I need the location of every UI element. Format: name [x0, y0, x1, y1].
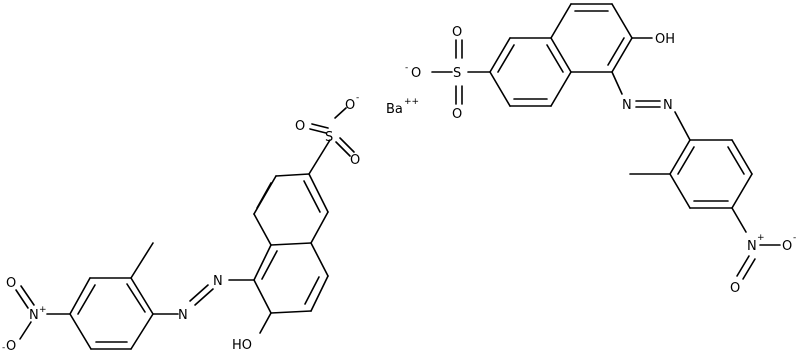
bond-n-o-1	[736, 255, 750, 277]
bond-ring	[253, 279, 272, 314]
bond-ring	[270, 310, 312, 314]
right-molecule: - O O S O OH N N N + O - O	[405, 3, 796, 296]
atom-o-sulfonate-minus: O	[411, 66, 421, 81]
bond-ring-inner	[303, 180, 321, 213]
bond-ring	[310, 242, 329, 277]
bond-ring-inner	[77, 284, 96, 315]
bond-ring	[489, 37, 511, 73]
bond-ring-inner	[256, 182, 272, 209]
bond-ring	[69, 313, 92, 350]
bond-ring	[731, 139, 753, 175]
bond-ring	[669, 139, 691, 175]
bond-ring	[130, 313, 154, 350]
charge-plus-plus: ++	[404, 97, 419, 107]
bond-s-o-top	[334, 107, 347, 119]
bond-s-o-left-2	[309, 128, 327, 134]
atom-n-nitro: N	[29, 308, 39, 323]
atom-o-nitro-top: O	[6, 276, 16, 291]
bond-s-o-right-2	[335, 141, 351, 157]
bond-ring	[550, 71, 572, 107]
atom-o-sulfonate-right: O	[350, 153, 360, 168]
bond-n-o-2	[15, 289, 29, 309]
atom-o-sulfonate-bottom: O	[452, 107, 462, 122]
barium-ion: Ba ++	[386, 97, 419, 117]
bond-ring	[731, 173, 753, 209]
bond-ring	[270, 242, 312, 246]
bond-ring-inner	[727, 146, 745, 175]
atom-n-azo-2: N	[178, 308, 188, 323]
charge-minus: -	[356, 93, 359, 103]
atom-s: S	[325, 130, 333, 145]
atom-o-nitro-minus: O	[782, 239, 792, 254]
atom-s: S	[453, 66, 461, 81]
bond-ring	[550, 3, 572, 39]
bond-c-oh	[259, 312, 272, 334]
bond-methyl	[130, 242, 154, 279]
bond-ring-inner	[677, 146, 695, 175]
bond-n-o-minus	[19, 321, 32, 340]
atom-n-nitro: N	[747, 239, 757, 254]
bond-s-o-left-1	[311, 123, 329, 129]
bond-ring	[308, 173, 329, 213]
bond-n-n-2	[189, 284, 209, 302]
bond-n-c	[674, 111, 691, 141]
bond-ring	[69, 277, 91, 315]
bond-ring-inner	[261, 250, 278, 280]
hydroxyl-group: OH	[655, 32, 675, 47]
atom-n-azo-1: N	[622, 98, 632, 113]
bond-ring-inner	[546, 44, 564, 73]
atom-barium: Ba	[386, 102, 403, 117]
hydroxyl-group: HO	[232, 338, 252, 353]
bond-ring	[550, 37, 572, 73]
bond-ring	[253, 244, 272, 281]
bond-ring	[130, 277, 154, 315]
bond-ring	[275, 173, 310, 177]
bond-n-n-1	[194, 288, 214, 306]
bond-ring	[310, 211, 329, 244]
charge-minus: -	[793, 233, 796, 243]
bond-ring	[253, 213, 272, 246]
bond-n-o-2	[742, 258, 756, 280]
bond-c-n	[611, 71, 623, 95]
bond-n-o-1	[20, 285, 35, 306]
atom-n-azo-1: N	[213, 274, 223, 289]
bond-ring-inner	[497, 44, 515, 73]
charge-plus: +	[39, 305, 47, 315]
charge-minus: -	[405, 63, 408, 73]
bond-ring-inner	[607, 37, 625, 66]
bond-ring	[489, 71, 511, 107]
atom-o-sulfonate-left: O	[295, 119, 305, 134]
bond-ring	[669, 173, 691, 209]
bond-s-ring	[308, 139, 331, 175]
bond-ring	[611, 3, 633, 39]
charge-plus: +	[757, 233, 765, 243]
atom-o-nitro-bottom: O	[6, 339, 16, 354]
bond-ring-inner	[304, 276, 320, 305]
bond-s-o-right-1	[339, 137, 355, 153]
left-molecule: O - O S O N N HO O N + O -	[2, 93, 360, 354]
bond-ring	[310, 275, 329, 312]
bond-ring	[611, 37, 633, 73]
bond-ring-inner	[126, 283, 146, 313]
atom-o-sulfonate-top: O	[345, 98, 355, 113]
atom-o-nitro-bottom: O	[730, 281, 740, 296]
charge-minus: -	[2, 343, 5, 353]
bond-c-no2	[731, 207, 747, 233]
atom-n-azo-2: N	[663, 98, 673, 113]
atom-o-sulfonate-top: O	[452, 25, 462, 40]
